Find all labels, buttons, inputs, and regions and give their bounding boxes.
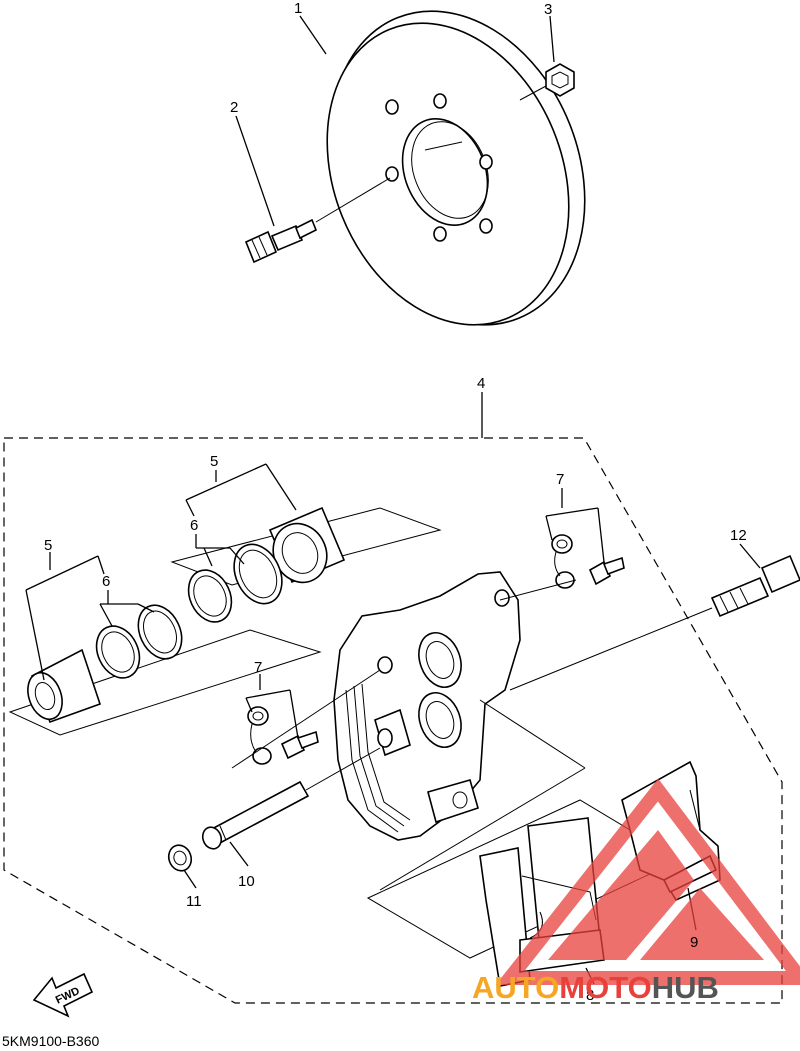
callout-10: 10 [238, 873, 255, 890]
callout-5b: 5 [44, 537, 52, 554]
callout-2: 2 [230, 99, 238, 116]
callout-9: 9 [690, 934, 698, 951]
piston-seal-set-upper [170, 506, 442, 623]
callouts: 1 2 3 4 5 6 5 6 7 7 12 10 11 9 8 [44, 0, 747, 1004]
watermark-logo [495, 778, 800, 985]
callout-7a: 7 [556, 471, 564, 488]
diagram-code: 5KM9100-B360 [2, 1033, 100, 1049]
callout-1: 1 [294, 0, 302, 17]
caliper-body [333, 571, 586, 891]
piston-seal-set-lower [8, 604, 322, 736]
watermark-part-hub: HUB [652, 970, 719, 1005]
callout-11: 11 [186, 893, 202, 910]
callout-6a: 6 [190, 517, 198, 534]
callout-7b: 7 [254, 659, 262, 676]
bleed-screw-lower [231, 669, 381, 769]
callout-3: 3 [544, 1, 552, 18]
brake-disc [326, 10, 586, 326]
callout-6b: 6 [102, 573, 110, 590]
watermark-text: AUTOMOTOHUB [472, 970, 719, 1005]
callout-5a: 5 [210, 453, 218, 470]
callout-8: 8 [586, 987, 594, 1004]
caliper-assembly-boundary [3, 437, 783, 1004]
disc-bolt [244, 177, 391, 264]
disc-nut [519, 63, 575, 101]
pin-plug [167, 844, 193, 872]
caliper-bolt [509, 554, 800, 691]
fwd-arrow-icon: FWD [32, 972, 94, 1018]
bleed-screw-upper [499, 534, 625, 601]
pad-pin [201, 747, 381, 850]
callout-12: 12 [730, 527, 747, 544]
callout-4: 4 [477, 375, 485, 392]
watermark-part-moto: MOTO [559, 970, 651, 1005]
watermark-part-auto: AUTO [472, 970, 559, 1005]
